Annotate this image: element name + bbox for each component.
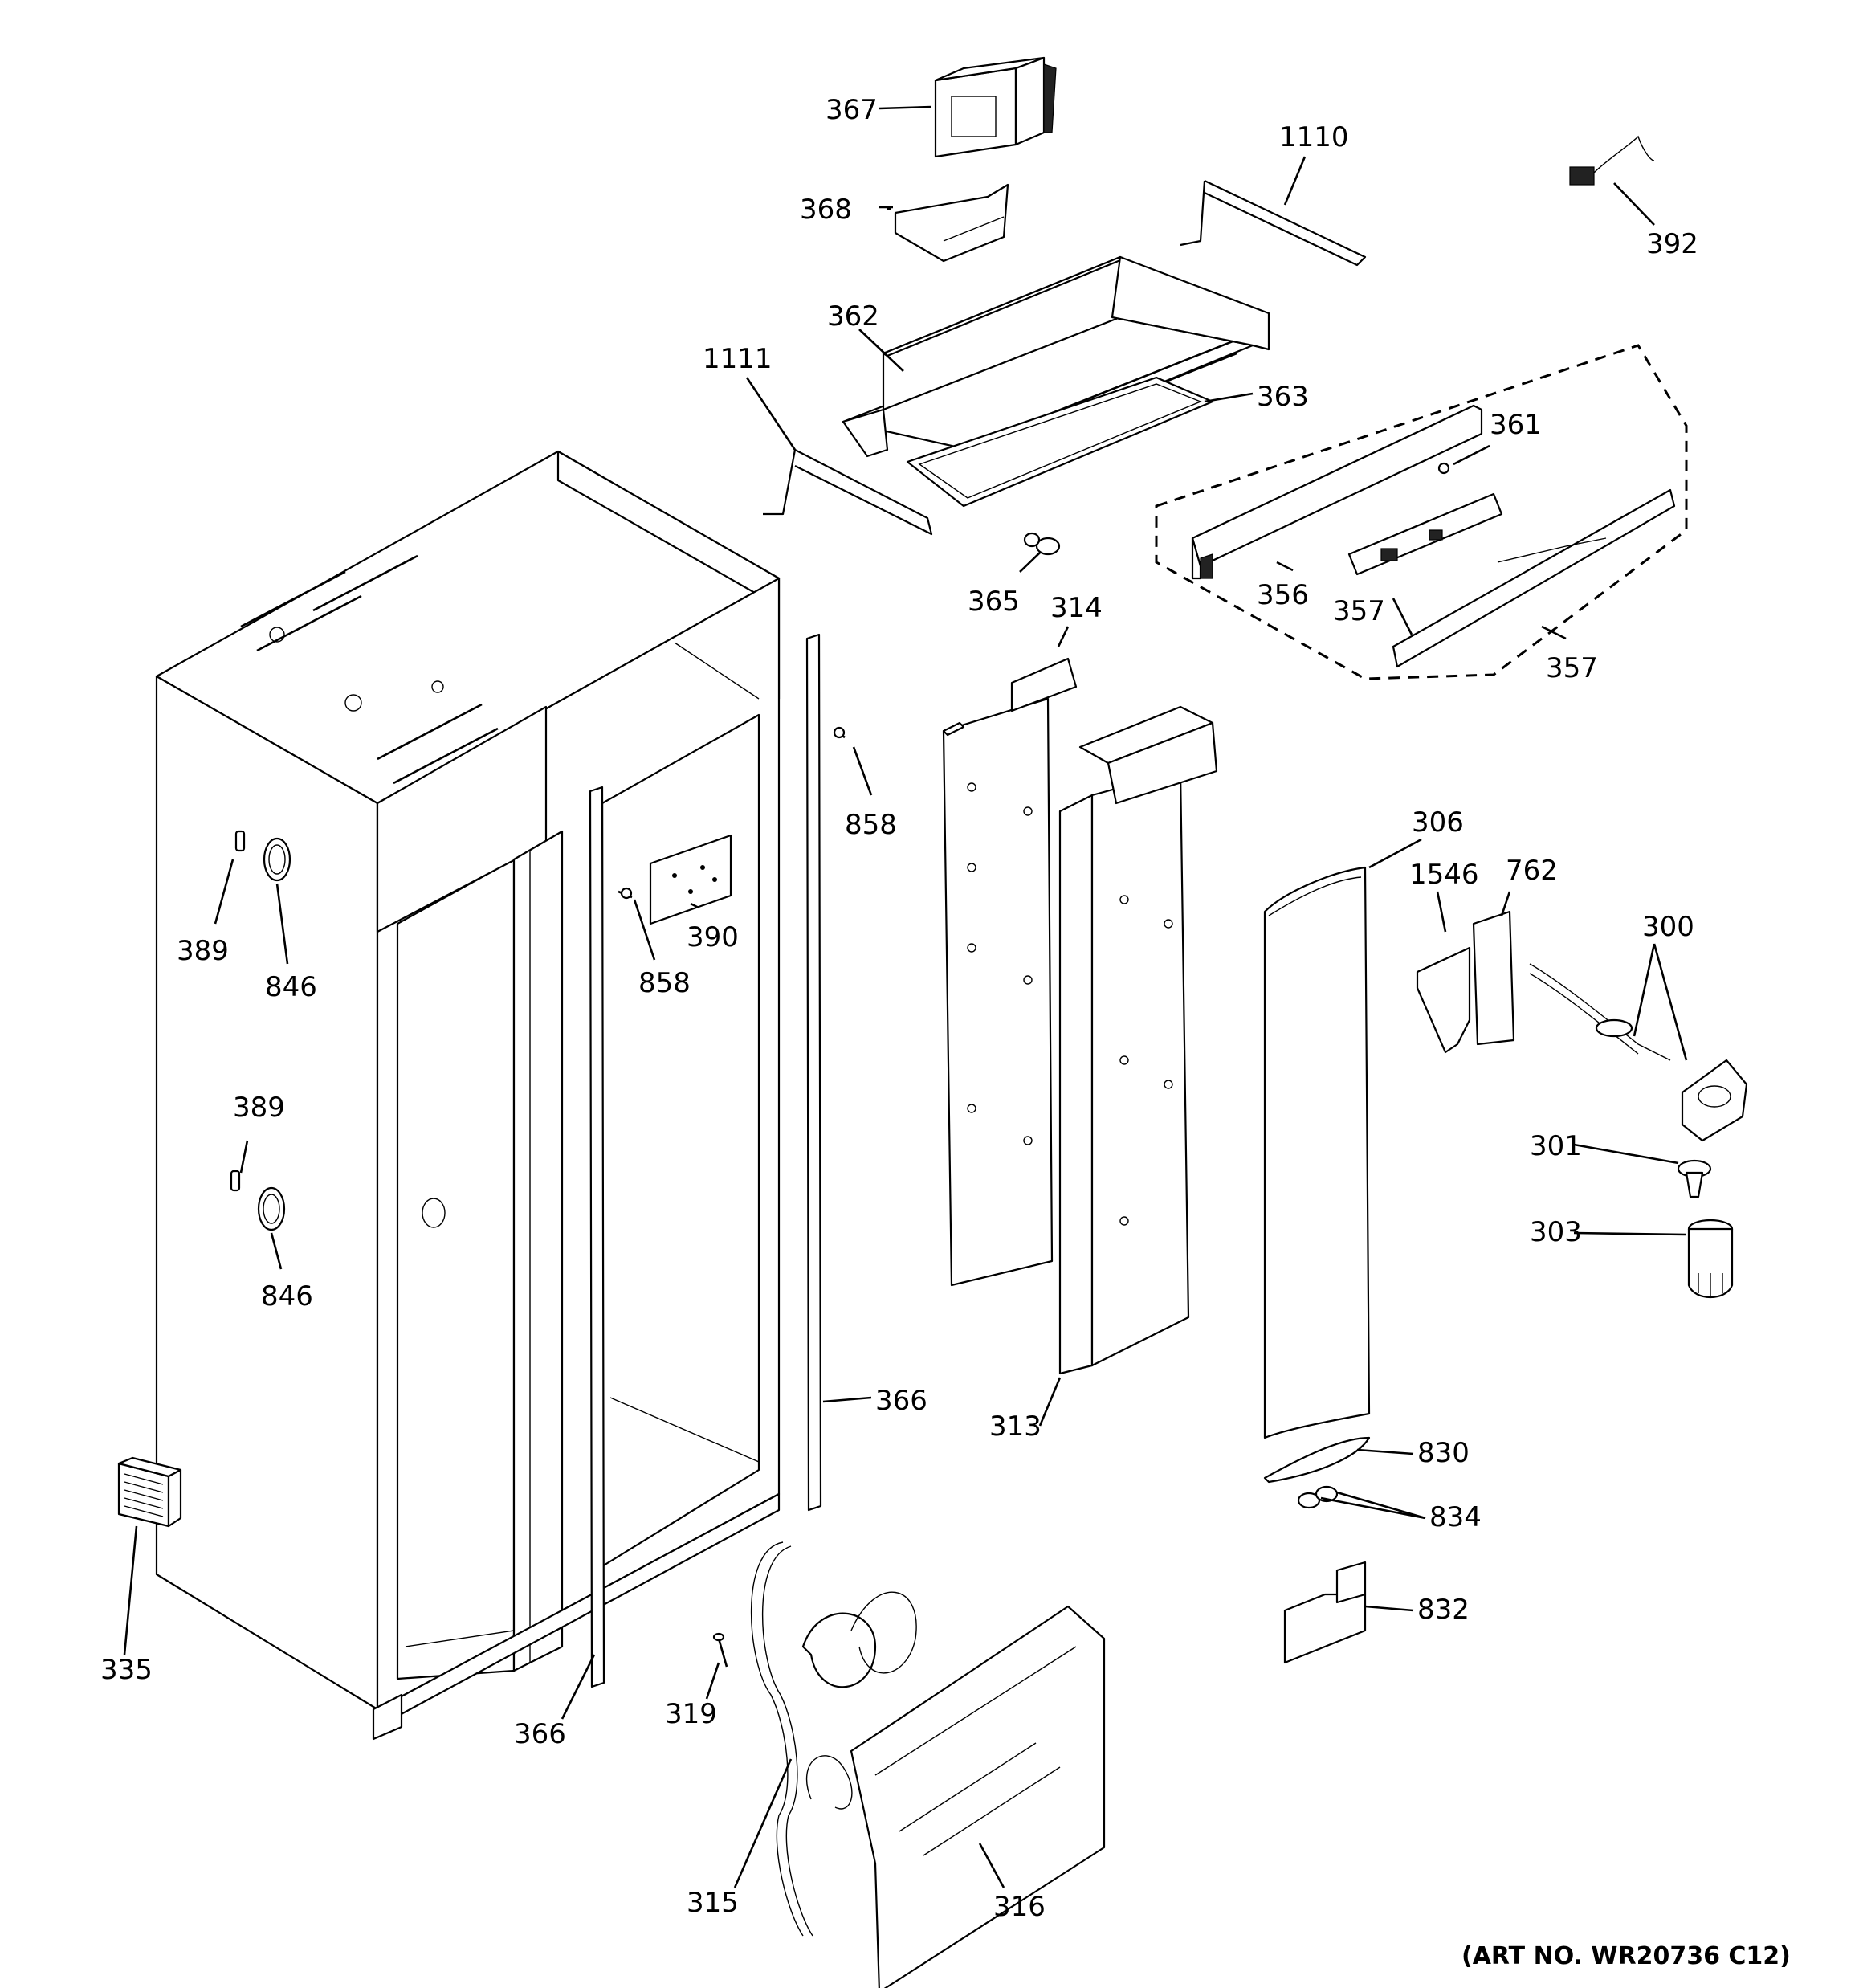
- trim-830: [1263, 1436, 1371, 1484]
- control-board-357: [1347, 492, 1503, 576]
- air-grille-335: [117, 1456, 182, 1528]
- callout-846-top: 846: [265, 971, 317, 1003]
- cabinet-case: [155, 450, 781, 1741]
- cover-368: [894, 183, 1009, 263]
- callout-1111: 1111: [703, 343, 773, 375]
- callout-389-bottom: 389: [233, 1092, 285, 1124]
- callout-306: 306: [1412, 806, 1464, 839]
- callout-303: 303: [1530, 1216, 1582, 1248]
- bracket-1111: [763, 449, 933, 536]
- callout-labels: 367 368 1110 392 362 1111 363 361 365 35…: [100, 94, 1791, 1970]
- callout-313: 313: [989, 1410, 1042, 1443]
- callout-392: 392: [1646, 228, 1698, 260]
- callout-830: 830: [1417, 1437, 1470, 1469]
- callout-389-top: 389: [177, 935, 229, 967]
- callout-365: 365: [968, 586, 1020, 618]
- callout-357-panel: 357: [1546, 652, 1598, 684]
- callout-762: 762: [1506, 855, 1558, 887]
- callout-314: 314: [1050, 592, 1103, 624]
- filter-cap-301: [1677, 1159, 1712, 1198]
- callout-832: 832: [1417, 1594, 1470, 1626]
- art-number: (ART NO. WR20736 C12): [1461, 1942, 1791, 1970]
- bolt-319: [712, 1632, 728, 1668]
- callout-1110: 1110: [1279, 121, 1349, 153]
- callout-361: 361: [1490, 409, 1542, 441]
- callout-858-top: 858: [845, 809, 897, 841]
- callout-368: 368: [800, 194, 852, 226]
- leader-lines: [123, 105, 1688, 1888]
- bracket-1546: [1416, 946, 1471, 1054]
- callout-846-bottom: 846: [261, 1280, 313, 1312]
- module-367: [934, 56, 1057, 158]
- callout-1546: 1546: [1409, 859, 1479, 891]
- callout-319: 319: [665, 1698, 717, 1730]
- duct-panel-313: [1058, 705, 1218, 1375]
- gasket-strips-366: [589, 633, 822, 1688]
- duct-cover-314: [942, 657, 1078, 1287]
- door-panel-306: [1263, 866, 1371, 1439]
- callout-858-mid: 858: [638, 967, 691, 999]
- buttons-834: [1297, 1485, 1339, 1509]
- callout-315: 315: [687, 1887, 739, 1919]
- bracket-832: [1283, 1561, 1367, 1664]
- callout-356: 356: [1257, 579, 1309, 611]
- screws-858: [618, 726, 846, 900]
- callout-366-right: 366: [875, 1385, 927, 1417]
- bracket-1110: [1180, 180, 1367, 267]
- callout-834: 834: [1429, 1501, 1482, 1533]
- filter-head-300: [1529, 963, 1748, 1142]
- clip-365: [1023, 532, 1061, 556]
- callout-366-left: 366: [514, 1718, 566, 1750]
- callout-357-board: 357: [1333, 595, 1385, 627]
- callout-363: 363: [1257, 381, 1309, 413]
- filter-cartridge-303: [1687, 1219, 1734, 1299]
- seal-gasket-363: [906, 376, 1214, 508]
- tubing-315: [750, 1541, 917, 1937]
- callout-301: 301: [1530, 1130, 1582, 1162]
- pad-762: [1472, 910, 1515, 1046]
- callout-367: 367: [826, 94, 878, 126]
- control-panel-357: [1392, 488, 1676, 668]
- callout-335: 335: [100, 1654, 153, 1686]
- callout-390: 390: [687, 921, 739, 953]
- top-housing-362: [842, 255, 1270, 458]
- callout-316: 316: [993, 1891, 1046, 1923]
- control-assembly-outline: [1155, 344, 1688, 680]
- screw-361: [1437, 462, 1450, 475]
- connector-392: [1569, 135, 1655, 186]
- callout-362: 362: [827, 300, 879, 333]
- cover-316: [850, 1605, 1106, 1988]
- control-housing-356: [1191, 404, 1483, 580]
- callout-300: 300: [1642, 911, 1694, 943]
